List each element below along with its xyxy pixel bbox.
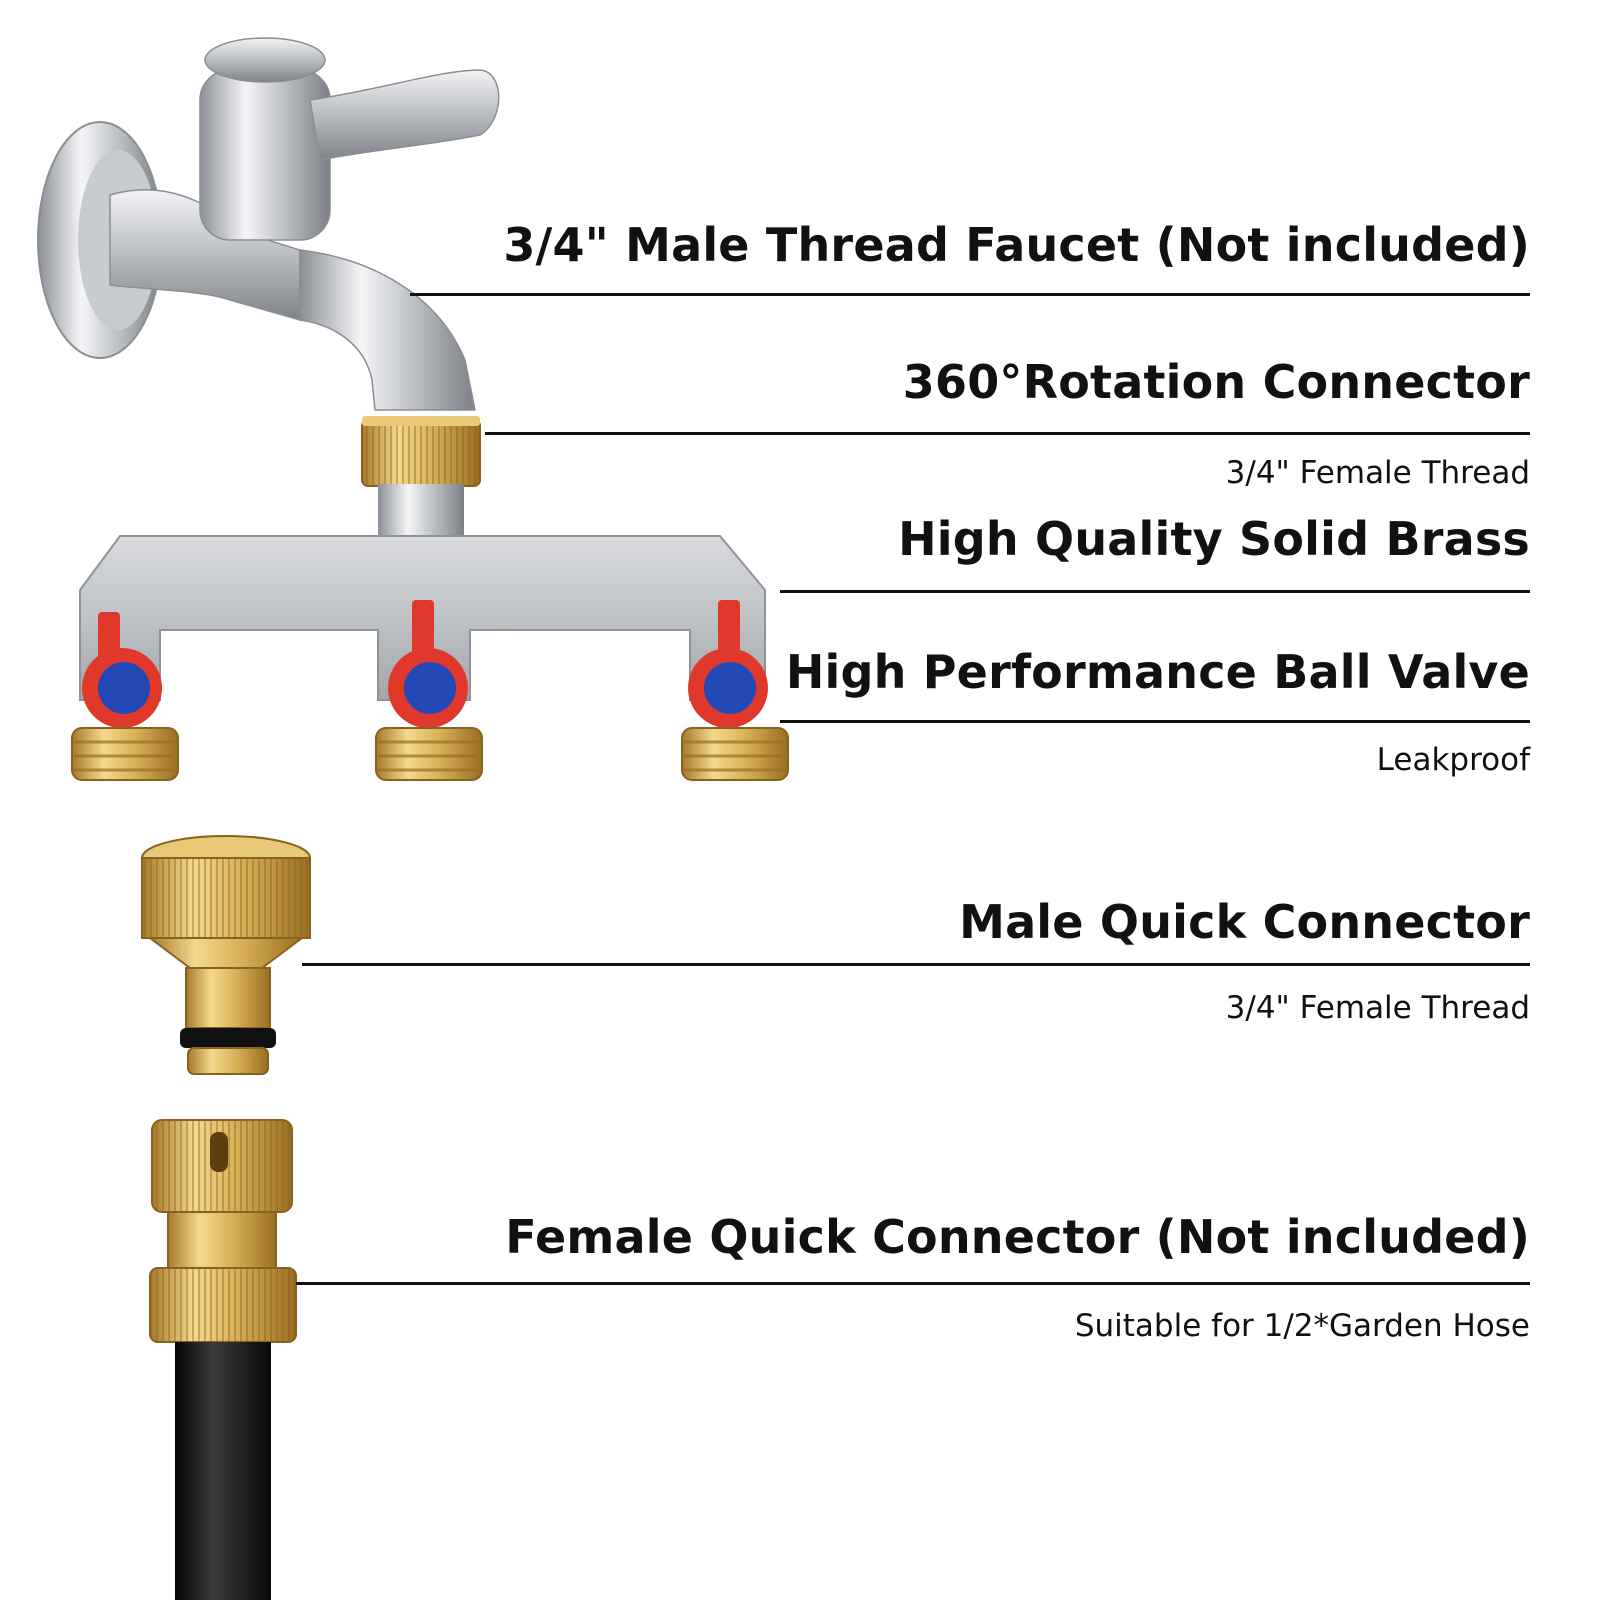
- faucet-label: 3/4" Male Thread Faucet (Not included): [503, 218, 1530, 272]
- rotation-connector-sublabel: 3/4" Female Thread: [1225, 455, 1530, 491]
- male-quick-connector-icon: [141, 835, 311, 1075]
- female-quick-connector-icon: [149, 1119, 297, 1343]
- male-quick-connector-sublabel: 3/4" Female Thread: [1225, 990, 1530, 1026]
- ball-valve-label: High Performance Ball Valve: [785, 645, 1530, 699]
- rotation-connector-icon: [361, 416, 481, 487]
- male-quick-connector-leader-line: [302, 963, 1530, 966]
- male-thread-outlet-icon: [71, 727, 789, 781]
- female-quick-connector-sublabel: Suitable for 1/2*Garden Hose: [1074, 1308, 1530, 1344]
- solid-brass-label: High Quality Solid Brass: [898, 512, 1530, 566]
- ball-valve-sublabel: Leakproof: [1376, 742, 1530, 778]
- faucet-leader-line: [410, 293, 1530, 296]
- solid-brass-leader-line: [780, 590, 1530, 593]
- female-quick-connector-leader-line: [296, 1282, 1530, 1285]
- rotation-connector-leader-line: [485, 432, 1530, 435]
- female-quick-connector-label: Female Quick Connector (Not included): [505, 1210, 1530, 1264]
- ball-valve-leader-line: [780, 720, 1530, 723]
- ball-valve-icon: [82, 600, 768, 728]
- rotation-connector-label: 360°Rotation Connector: [902, 355, 1530, 409]
- faucet-icon: [37, 37, 500, 411]
- male-quick-connector-label: Male Quick Connector: [959, 895, 1530, 949]
- garden-hose-icon: [175, 1342, 271, 1600]
